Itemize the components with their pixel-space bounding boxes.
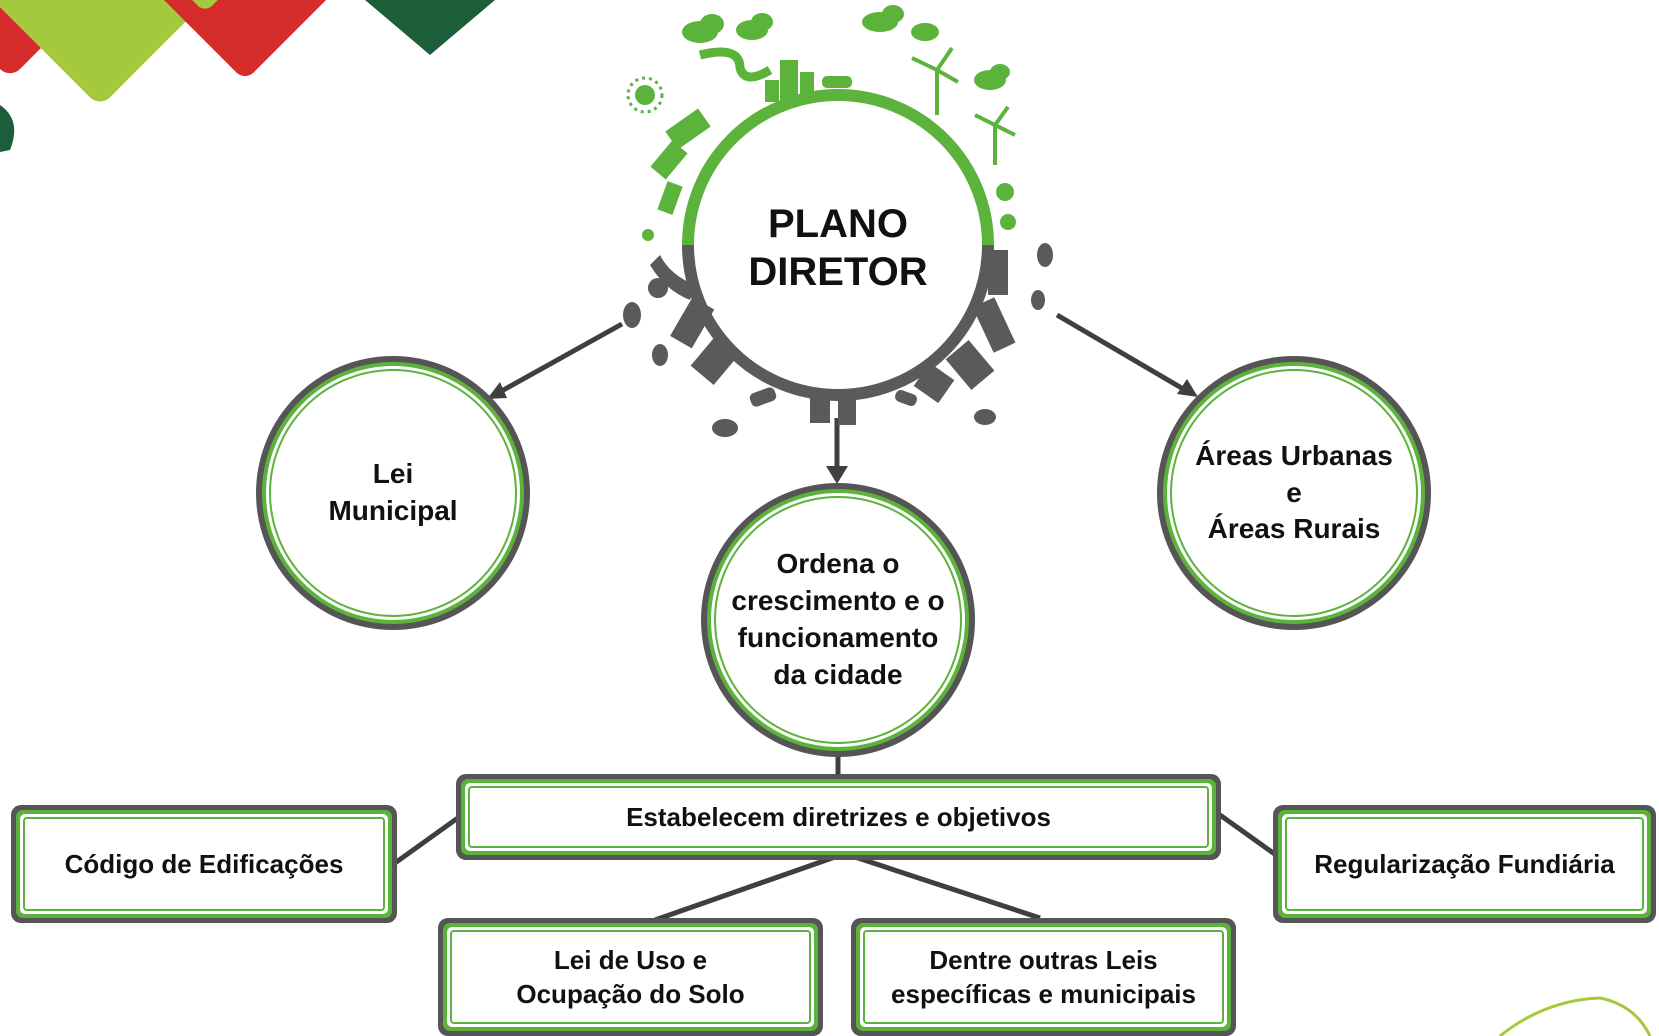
connector-diretrizes-to-outras-leis: [854, 854, 1041, 921]
sun-icon: [626, 76, 664, 114]
box-diretrizes-label: Estabelecem diretrizes e objetivos: [626, 801, 1051, 832]
box-diretrizes: Estabelecem diretrizes e objetivos: [456, 774, 1221, 860]
box-regularizacao: Regularização Fundiária: [1273, 805, 1656, 923]
tree-icon: [648, 255, 695, 300]
arrowhead-areas: [1177, 379, 1198, 397]
cloud-icon: [682, 14, 724, 43]
box-regularizacao-label: Regularização Fundiária: [1314, 848, 1615, 879]
connector-diretrizes-to-regularizacao: [1218, 812, 1285, 863]
node-ordena-label: Ordena o crescimento e o funcionamento d…: [731, 548, 945, 690]
road-icon: [698, 47, 773, 82]
arrowheads: [487, 379, 1198, 484]
building-icon: [913, 250, 1016, 404]
arrowhead-lei: [487, 382, 507, 399]
node-ordena: Ordena o crescimento e o funcionamento d…: [701, 483, 975, 757]
building-icon: [810, 395, 856, 425]
green-half-ring: [682, 89, 994, 246]
connectors: [393, 312, 1285, 923]
dark-green-triangle-shape: [365, 0, 495, 55]
factory-icon: [670, 296, 740, 385]
cloud-icon: [623, 243, 1053, 437]
building-icon: [765, 60, 814, 102]
connector-central-to-areas: [1055, 312, 1187, 393]
node-areas-label: Áreas Urbanas e Áreas Rurais: [1195, 439, 1393, 545]
cloud-icon: [911, 23, 939, 41]
dark-green-corner-shape: [0, 105, 15, 152]
car-icon: [749, 387, 917, 407]
box-uso-solo-label: Lei de Uso e Ocupação do Solo: [516, 944, 745, 1009]
node-lei-municipal: Lei Municipal: [256, 356, 530, 630]
car-icon: [822, 76, 852, 88]
connector-central-to-lei: [496, 321, 624, 396]
box-outras-leis-label: Dentre outras Leis específicas e municip…: [891, 944, 1196, 1009]
node-lei-municipal-label: Lei Municipal: [328, 458, 458, 526]
wind-turbine-icon: [911, 46, 959, 115]
wind-turbine-icon: [974, 105, 1016, 165]
eco-city-illustration: [623, 5, 1053, 437]
box-outras-leis: Dentre outras Leis específicas e municip…: [851, 918, 1236, 1036]
corner-logo-shapes: [0, 0, 495, 152]
tree-icon: [642, 183, 1016, 241]
light-green-diamond-shape: [0, 0, 222, 102]
box-uso-solo: Lei de Uso e Ocupação do Solo: [438, 918, 823, 1036]
red-diamond-shape-2: [143, 0, 347, 77]
connector-diretrizes-to-codigo: [393, 812, 464, 866]
connector-diretrizes-to-uso-solo: [654, 854, 836, 923]
solar-panel-icon: [650, 108, 711, 215]
node-areas: Áreas Urbanas e Áreas Rurais: [1157, 356, 1431, 630]
cloud-icon: [974, 64, 1010, 90]
box-codigo: Código de Edificações: [11, 805, 397, 923]
cloud-icon: [862, 5, 904, 32]
cloud-icon: [736, 13, 773, 40]
central-title: PLANO DIRETOR: [748, 202, 928, 294]
bottom-right-leaf-outline: [1499, 996, 1652, 1036]
box-codigo-label: Código de Edificações: [64, 848, 344, 879]
arrowhead-ordena: [826, 466, 848, 484]
